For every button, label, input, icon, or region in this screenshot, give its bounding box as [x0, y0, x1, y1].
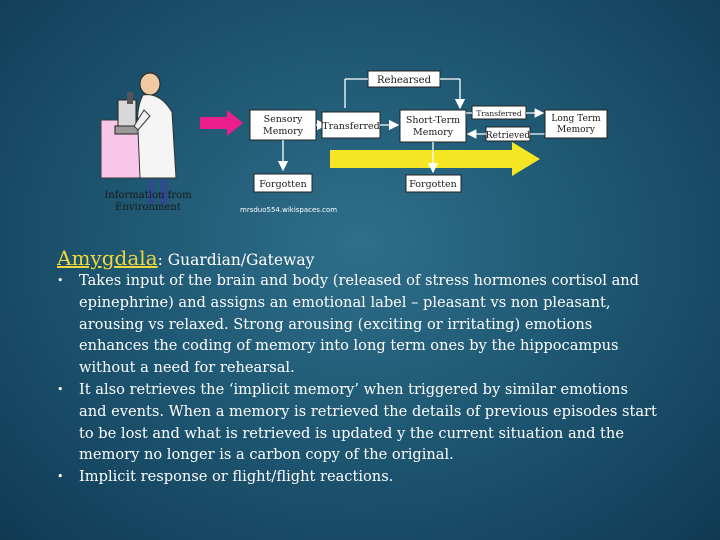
bullet-text: Takes input of the brain and body (relea… [79, 272, 640, 377]
bullet-icon: • [57, 382, 64, 396]
bullet-text: It also retrieves the ‘implicit memory’ … [79, 380, 657, 464]
heading-subtitle: : Guardian/Gateway [157, 251, 315, 269]
short-term-memory-box [399, 109, 467, 143]
long-term-memory-box [544, 109, 608, 139]
information-label-line2: Environment [115, 202, 181, 213]
bullet-icon: • [57, 274, 64, 287]
forgotten-left-label: Forgotten [259, 179, 307, 190]
section-heading: Amygdala: Guardian/Gateway [57, 246, 314, 270]
bullet-text: Implicit response or flight/flight react… [79, 468, 394, 486]
bullet-list: • Takes input of the brain and body (rele… [57, 270, 657, 488]
input-arrow [200, 110, 243, 136]
long-term-memory-line1: Long Term [551, 114, 601, 124]
retrieved-label: Retrieved [486, 131, 531, 141]
image-credit: mrsduo554.wikispaces.com [240, 206, 338, 214]
bullet-item: • Takes input of the brain and body (rele… [57, 270, 657, 379]
forgotten-left-box [253, 173, 313, 193]
encoding-arrow [330, 142, 540, 176]
short-term-memory-line2: Memory [413, 127, 454, 138]
forgotten-right-box [405, 174, 462, 193]
transferred-label: Transferred [322, 121, 379, 132]
short-term-memory-line1: Short-Term [406, 115, 460, 126]
sensory-memory-line2: Memory [263, 126, 304, 137]
bullet-item: • It also retrieves the ‘implicit memory’… [57, 379, 657, 466]
sensory-memory-line1: Sensory [264, 114, 303, 125]
information-label-line1: Information from [104, 190, 192, 201]
rehearsed-label: Rehearsed [377, 75, 432, 86]
long-term-memory-line2: Memory [557, 125, 596, 135]
transferred-small-label: Transferred [476, 109, 522, 118]
heading-title: Amygdala [57, 246, 158, 270]
scientist-illustration [100, 71, 177, 205]
bullet-icon: • [57, 470, 64, 484]
forgotten-right-label: Forgotten [409, 179, 457, 190]
memory-diagram: Information from Environment Rehearsed S… [100, 70, 608, 213]
bullet-item: • Implicit response or flight/flight reac… [57, 466, 657, 488]
